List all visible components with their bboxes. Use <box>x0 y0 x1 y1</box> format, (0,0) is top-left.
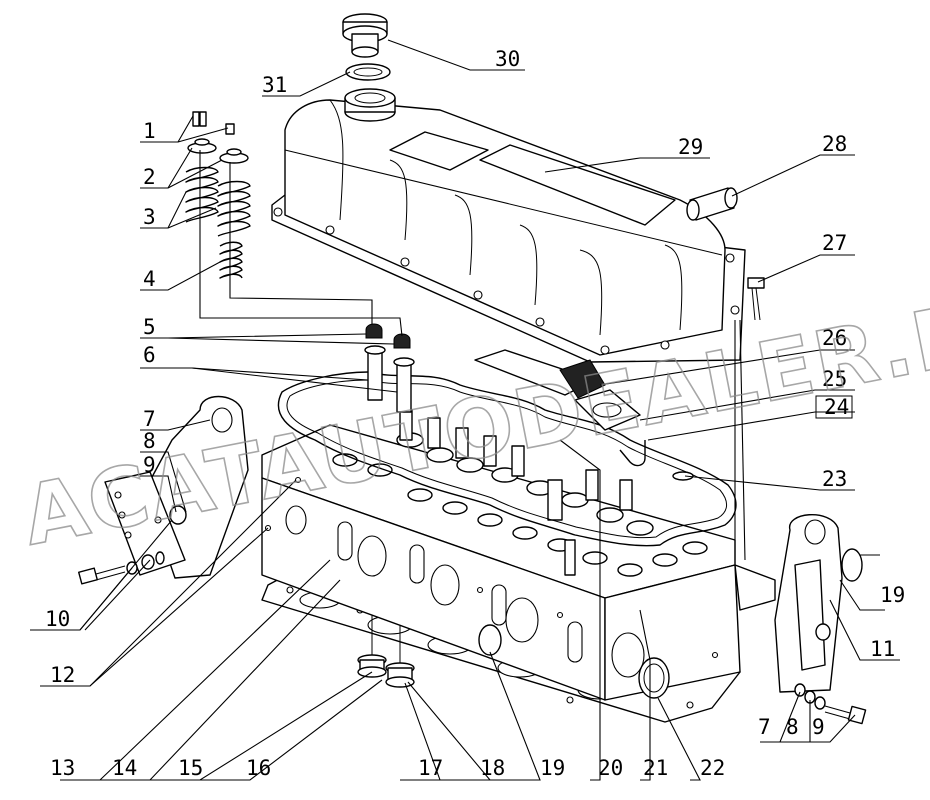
breather-plate <box>474 349 641 431</box>
callout-13: 13 <box>50 756 75 780</box>
cover-bolt <box>747 277 765 321</box>
callout-21: 21 <box>643 756 668 780</box>
callout-30: 30 <box>495 47 520 71</box>
callout-29: 29 <box>678 135 703 159</box>
callout-1: 1 <box>143 119 156 143</box>
callout-23: 23 <box>822 467 847 491</box>
callout-11: 11 <box>870 637 895 661</box>
callout-9: 9 <box>143 453 156 477</box>
callout-20: 20 <box>598 756 623 780</box>
callout-18: 18 <box>480 756 505 780</box>
callout-17: 17 <box>418 756 443 780</box>
callout-9b: 9 <box>812 715 825 739</box>
callout-22: 22 <box>700 756 725 780</box>
oil-filler-cap <box>342 13 388 58</box>
callout-15: 15 <box>178 756 203 780</box>
callout-14: 14 <box>112 756 137 780</box>
callout-28: 28 <box>822 132 847 156</box>
callout-26: 26 <box>822 326 847 350</box>
callout-12: 12 <box>50 663 75 687</box>
callout-19: 19 <box>540 756 565 780</box>
callout-6: 6 <box>143 343 156 367</box>
right-lifting-bracket <box>774 514 863 693</box>
callout-24: 24 <box>824 395 849 419</box>
callout-4: 4 <box>143 267 156 291</box>
callout-8: 8 <box>143 429 156 453</box>
callout-labels: 1 2 3 4 5 6 7 8 9 10 11 12 13 14 15 16 1… <box>45 47 905 780</box>
left-bracket-bolt <box>78 551 165 585</box>
cap-seal-ring <box>345 63 391 81</box>
callout-7b: 7 <box>758 715 771 739</box>
breather-tube <box>686 187 738 221</box>
callout-2: 2 <box>143 165 156 189</box>
callout-25: 25 <box>822 367 847 391</box>
valve-train <box>332 409 708 577</box>
valve-guides <box>364 345 415 413</box>
callout-3: 3 <box>143 205 156 229</box>
callout-10: 10 <box>45 607 70 631</box>
valve-keepers <box>192 111 235 135</box>
callout-31: 31 <box>262 73 287 97</box>
leader-lines <box>30 39 900 781</box>
left-lifting-bracket <box>104 395 249 579</box>
valve-stem-seals <box>365 323 411 349</box>
spring-retainers <box>187 138 249 164</box>
drain-pipe <box>619 440 694 481</box>
callout-16: 16 <box>246 756 271 780</box>
cover-gasket <box>277 371 737 547</box>
valve-cover <box>271 88 746 363</box>
callout-19b: 19 <box>880 583 905 607</box>
right-bracket-bolt <box>794 683 867 725</box>
callout-7: 7 <box>143 407 156 431</box>
callout-5: 5 <box>143 315 156 339</box>
callout-27: 27 <box>822 231 847 255</box>
callout-8b: 8 <box>786 715 799 739</box>
valve-springs <box>185 166 251 279</box>
